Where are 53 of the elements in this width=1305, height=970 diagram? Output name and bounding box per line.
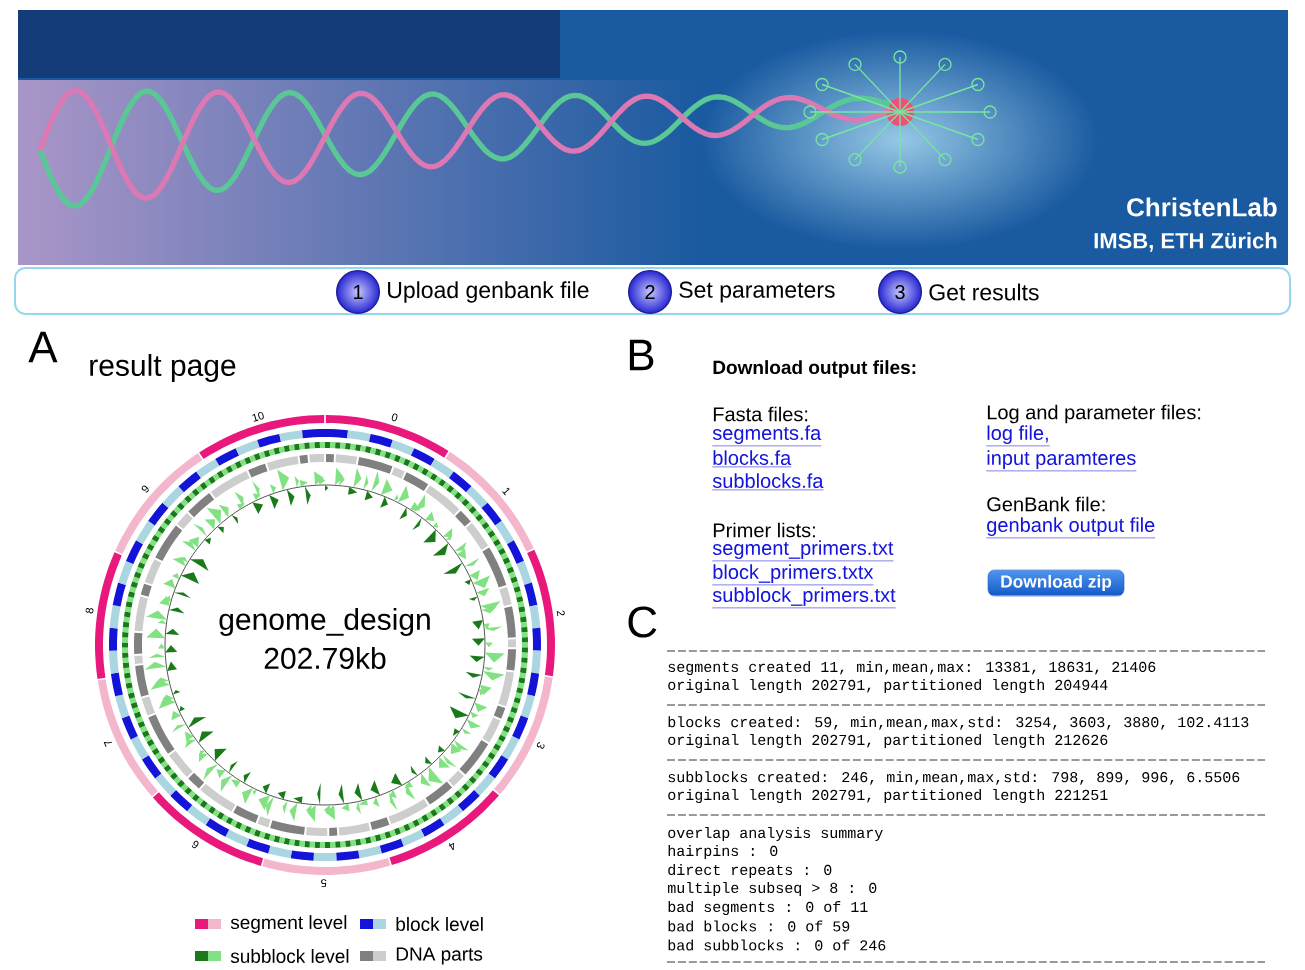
group-heading: Log and parameter files: — [987, 404, 1201, 424]
log-line: segments created 11, min,mean,max: 13381, 18631, 21406 — [668, 661, 1156, 675]
log-line: bad subblocks : 0 of 246 — [668, 939, 886, 951]
file-link: segment_primers.txt — [712, 540, 894, 562]
tick-label: 10 — [252, 411, 264, 422]
banner-text: IMSB, ETH Zürich — [1094, 232, 1277, 252]
log-line: blocks created: 59, min,mean,max,std: 3254, 3603, 3880, 102.4113 — [668, 716, 1249, 730]
tick-label: 3 — [536, 742, 545, 749]
step-label: Set parameters — [679, 281, 835, 303]
file-link: genbank output file — [986, 517, 1156, 539]
panel-letter: C — [628, 606, 657, 638]
log-line: overlap analysis summary — [668, 827, 883, 841]
file-link: blocks.fa — [712, 450, 792, 468]
file-link: subblocks.fa — [712, 473, 824, 491]
step-label: Upload genbank file — [388, 281, 589, 303]
log-line: hairpins : 0 — [668, 845, 778, 859]
file-link: log file, — [986, 425, 1050, 447]
legend-label: DNA parts — [396, 947, 483, 965]
log-line: subblocks created: 246, min,mean,max,std: 798, 899, 996, 6.5506 — [668, 771, 1240, 785]
log-line: original length 202791, partitioned length 204944 — [668, 679, 1108, 693]
section-heading: Download output files: — [713, 360, 916, 378]
log-line: bad segments : 0 of 11 — [668, 901, 868, 915]
file-link: subblock_primers.txt — [712, 587, 896, 609]
file-link: segments.fa — [712, 425, 822, 447]
legend-label: subblock level — [230, 949, 349, 963]
file-link: input paramteres — [986, 450, 1137, 472]
tick-label: 2 — [556, 610, 565, 617]
map-title: genome_design — [219, 608, 430, 636]
log-line: direct repeats : 0 — [668, 864, 832, 878]
tick-label: 4 — [448, 842, 454, 851]
page-title: result page — [90, 354, 236, 382]
file-link: block_primers.txtx — [712, 564, 874, 586]
map-length: 202.79kb — [264, 647, 386, 669]
banner-text: ChristenLab — [1127, 197, 1277, 217]
step-label: Get results — [929, 283, 1039, 301]
log-line: bad blocks : 0 of 59 — [668, 920, 850, 932]
log-line: original length 202791, partitioned length 221251 — [668, 789, 1108, 803]
tick-label: 7 — [103, 741, 113, 747]
tick-label: 6 — [192, 840, 199, 849]
group-heading: Fasta files: — [713, 406, 808, 422]
tick-label: 9 — [141, 485, 149, 493]
legend-label: block level — [396, 917, 483, 931]
legend-label: segment level — [230, 915, 347, 933]
group-heading: Primer lists: — [713, 522, 815, 538]
panel-letter: A — [28, 331, 58, 363]
tick-label: 8 — [85, 607, 94, 614]
tick-label: 5 — [321, 879, 327, 887]
log-line: multiple subseq > 8 : 0 — [668, 882, 877, 896]
log-line: original length 202791, partitioned length 212626 — [668, 734, 1108, 748]
tick-label: 0 — [391, 413, 398, 422]
group-heading: GenBank file: — [987, 496, 1105, 512]
download-button: Download zip — [987, 569, 1125, 597]
tick-label: 1 — [502, 487, 510, 496]
